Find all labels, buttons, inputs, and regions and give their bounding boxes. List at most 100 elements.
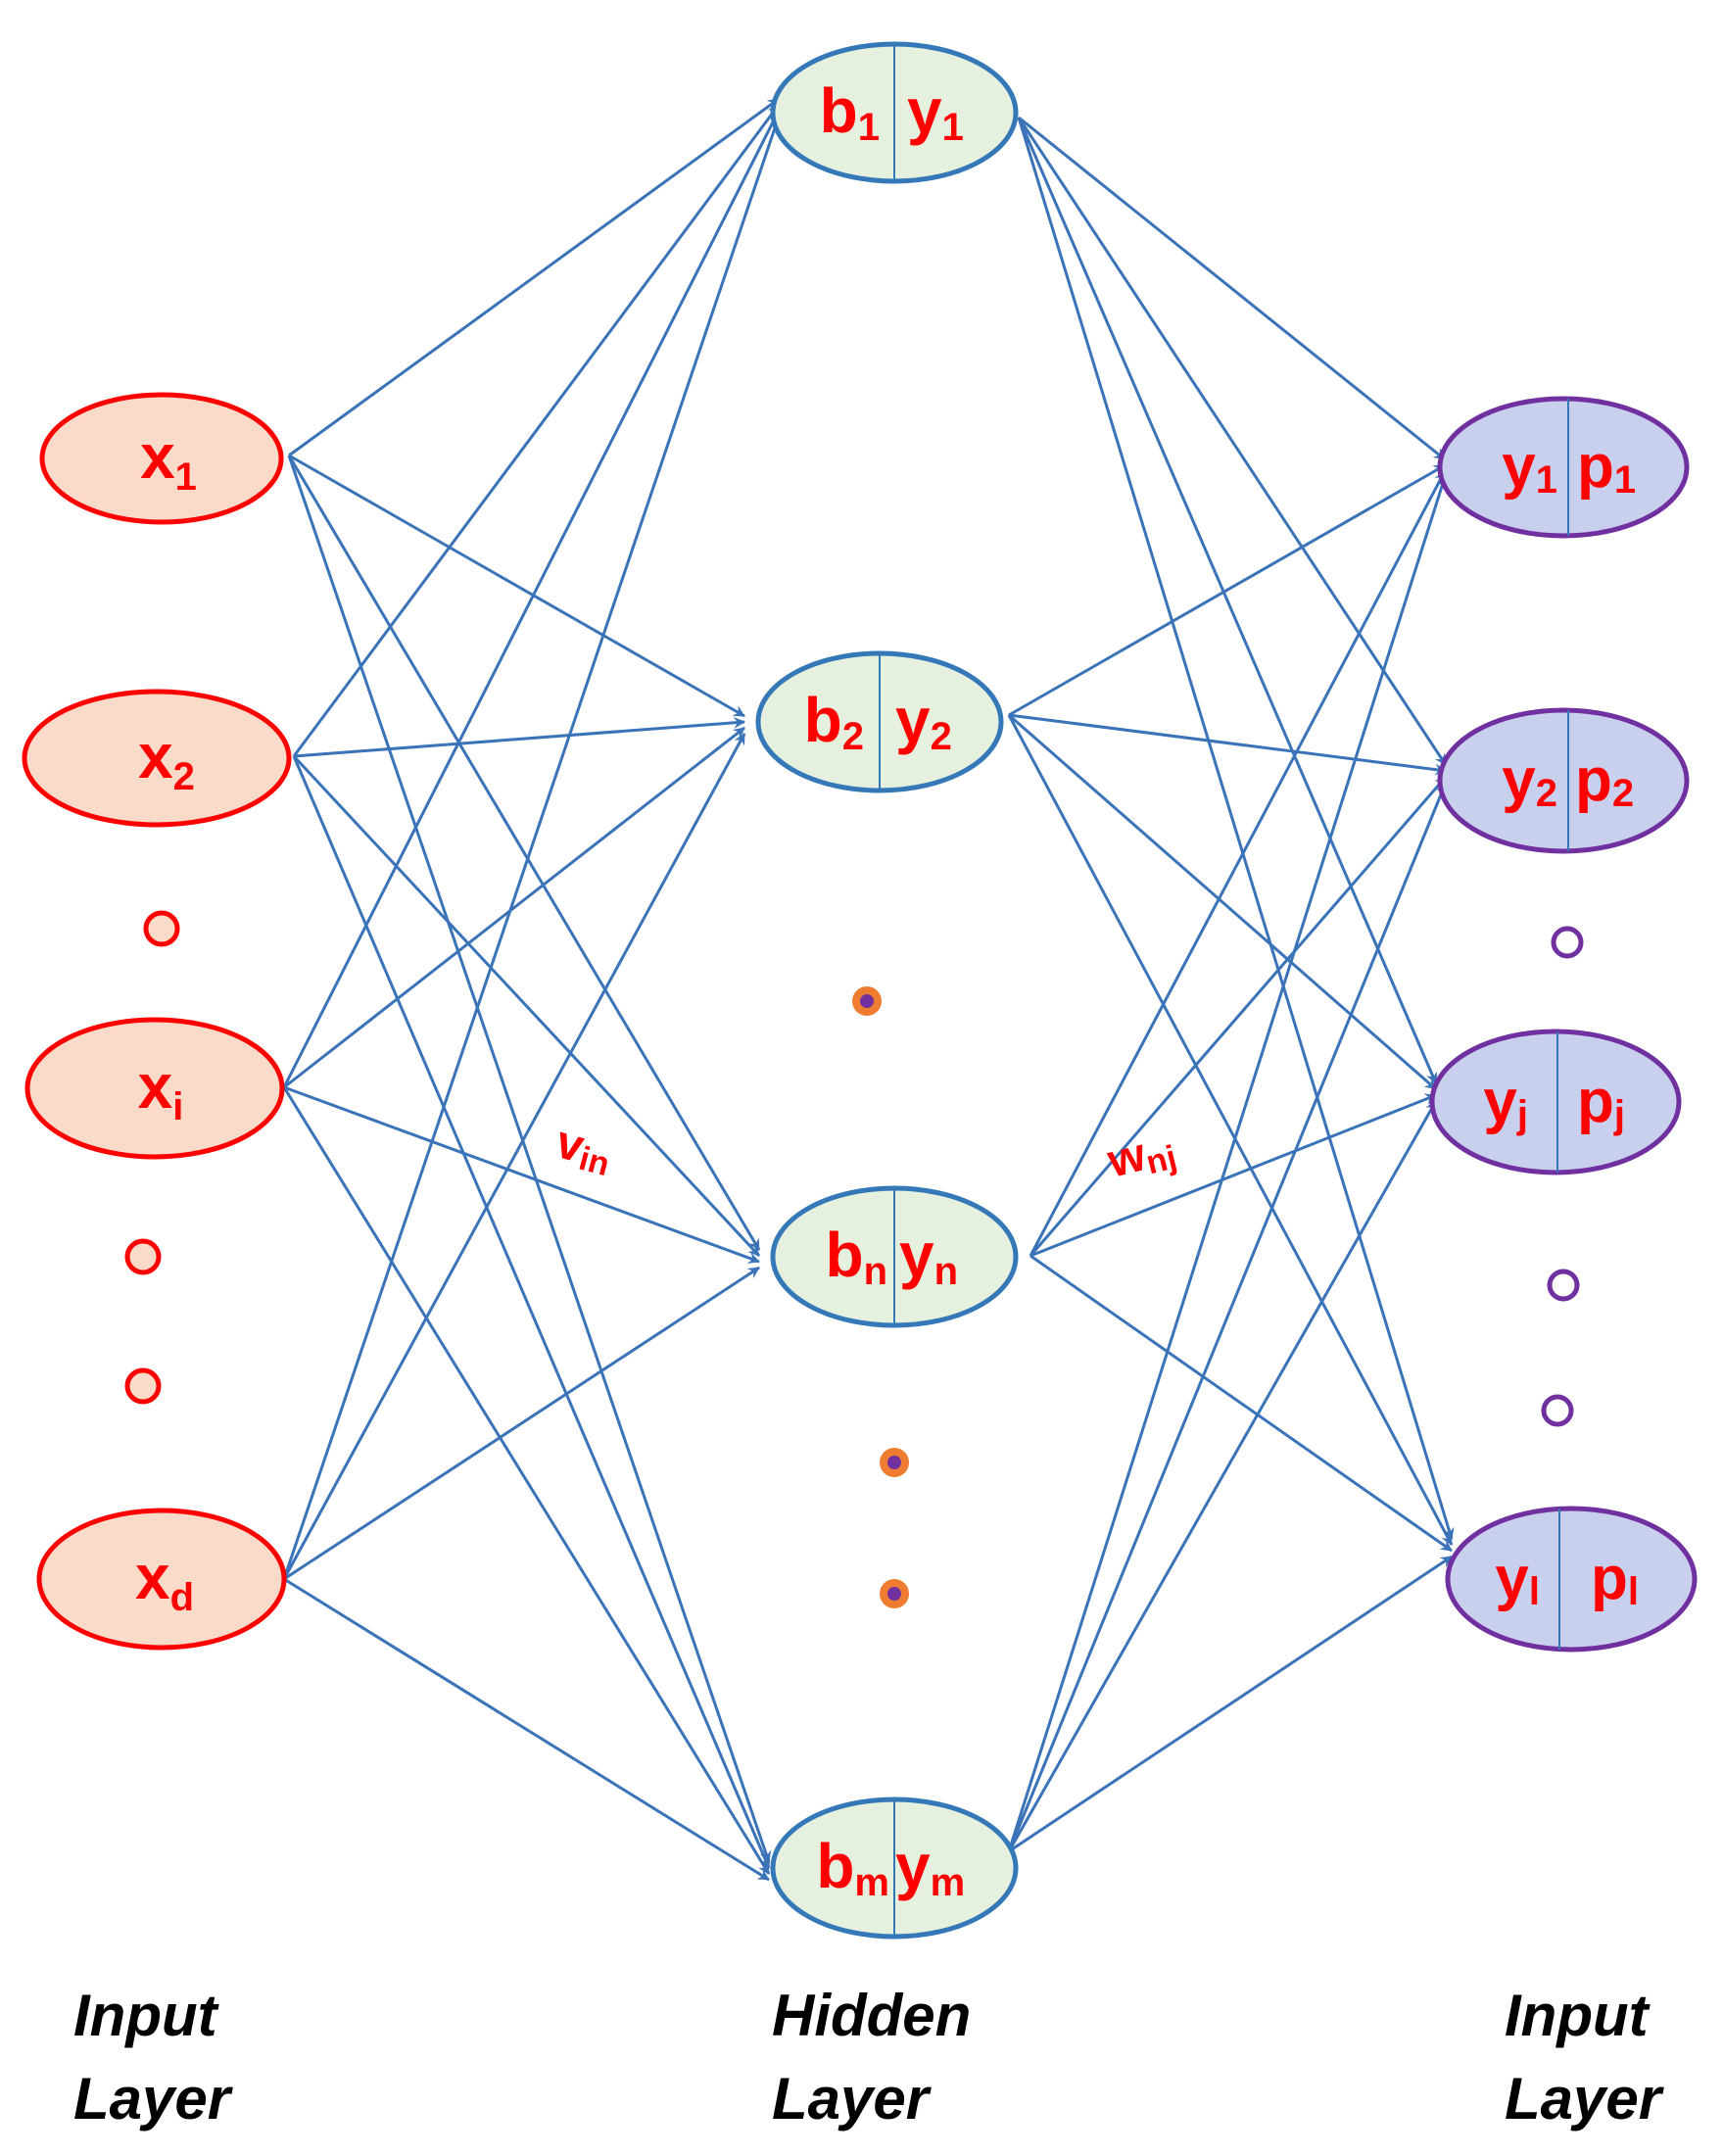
output-node-1-right-sub: 1 bbox=[1614, 458, 1636, 502]
hidden-layer-caption-line2: Layer bbox=[772, 2066, 933, 2132]
output-node-l: yl pl bbox=[1445, 1506, 1698, 1653]
hidden-node-m: bm ym bbox=[770, 1797, 1019, 1940]
input-to-hidden-edge bbox=[287, 455, 761, 1251]
hidden-to-output-edge bbox=[1008, 713, 1437, 1091]
output-node-1-right-base: p bbox=[1577, 433, 1614, 501]
hidden-to-output-edge bbox=[1017, 117, 1438, 1084]
hidden-to-output-edge bbox=[1007, 782, 1448, 1852]
input-to-hidden-edge bbox=[293, 716, 745, 758]
hidden-to-output-edge bbox=[1029, 1093, 1437, 1258]
hidden-node-n-right-base: y bbox=[899, 1220, 934, 1290]
input-to-hidden-edge bbox=[283, 1266, 760, 1581]
output-node-2-left-base: y bbox=[1502, 746, 1536, 814]
input-to-hidden-edge bbox=[283, 726, 745, 1089]
input-to-hidden-edge bbox=[283, 1085, 760, 1264]
input-node-xd-base: x bbox=[135, 1542, 170, 1612]
output-node-1: y1 p1 bbox=[1437, 396, 1690, 539]
input-to-hidden-edge bbox=[282, 1086, 771, 1875]
svg-text:pj: pj bbox=[1577, 1068, 1625, 1136]
svg-text:y2: y2 bbox=[1502, 746, 1557, 815]
input-layer-caption-line2: Layer bbox=[73, 2066, 234, 2132]
input-node-x2: x2 bbox=[22, 689, 292, 828]
hidden-node-m-left-sub: m bbox=[854, 1861, 889, 1904]
input-node-x1-base: x bbox=[140, 421, 175, 492]
svg-text:yl: yl bbox=[1495, 1545, 1540, 1613]
hidden-to-output-edge bbox=[1029, 470, 1447, 1257]
hidden-node-m-right-sub: m bbox=[931, 1861, 966, 1904]
output-node-j-right-sub: j bbox=[1613, 1093, 1625, 1136]
hidden-node-n-left-sub: n bbox=[864, 1250, 887, 1293]
input-to-hidden-edge bbox=[292, 104, 781, 757]
hidden-to-output-edge bbox=[1029, 776, 1448, 1257]
hidden-to-output-edge bbox=[1018, 116, 1446, 461]
hidden-node-m-right-base: y bbox=[895, 1831, 931, 1901]
output-node-j-left-sub: j bbox=[1516, 1093, 1528, 1136]
input-to-hidden-edge bbox=[287, 455, 772, 1863]
output-node-j-right-base: p bbox=[1577, 1068, 1614, 1135]
svg-text:bn: bn bbox=[825, 1220, 887, 1293]
input-to-hidden-edge bbox=[288, 97, 780, 457]
svg-text:x1: x1 bbox=[140, 421, 197, 499]
hidden-ellipsis-dot bbox=[880, 1579, 909, 1608]
hidden-node-1-left-base: b bbox=[820, 75, 858, 146]
svg-text:x2: x2 bbox=[138, 721, 195, 798]
hidden-to-output-edge bbox=[1008, 713, 1447, 776]
output-layer-caption-line2: Layer bbox=[1505, 2066, 1665, 2132]
hidden-to-output-edge bbox=[1017, 117, 1455, 1540]
hidden-node-n: bn yn bbox=[770, 1185, 1019, 1328]
input-to-hidden-edge bbox=[288, 454, 745, 718]
input-to-hidden-edge bbox=[282, 116, 782, 1580]
input-to-hidden-edge bbox=[283, 1577, 770, 1882]
input-node-xi-base: x bbox=[138, 1051, 173, 1122]
input-to-hidden-edge bbox=[292, 755, 771, 1869]
input-node-x2-sub: 2 bbox=[173, 755, 195, 798]
svg-text:p1: p1 bbox=[1577, 433, 1636, 502]
svg-text:b2: b2 bbox=[804, 685, 864, 758]
hidden-to-output-edge bbox=[1007, 1100, 1438, 1852]
hidden-node-1: b1 y1 bbox=[770, 41, 1019, 184]
input-ellipsis-dot bbox=[143, 910, 180, 947]
output-node-l-right-base: p bbox=[1591, 1545, 1628, 1612]
hidden-to-output-edge bbox=[1008, 463, 1446, 717]
output-node-1-left-sub: 1 bbox=[1536, 458, 1557, 502]
output-ellipsis-dot bbox=[1547, 1269, 1580, 1302]
hidden-ellipsis-dot bbox=[880, 1448, 909, 1477]
svg-text:b1: b1 bbox=[820, 75, 880, 149]
input-node-x1-sub: 1 bbox=[175, 455, 197, 499]
hidden-node-n-right-sub: n bbox=[934, 1250, 958, 1293]
svg-text:y1: y1 bbox=[1502, 433, 1557, 502]
svg-text:ym: ym bbox=[895, 1831, 965, 1904]
input-to-hidden-edge bbox=[282, 110, 781, 1088]
hidden-node-1-right-sub: 1 bbox=[942, 106, 964, 149]
hidden-node-2-left-base: b bbox=[804, 685, 842, 755]
output-node-2-right-sub: 2 bbox=[1612, 772, 1634, 815]
edge-label-w-nj-base: w bbox=[1102, 1128, 1152, 1188]
svg-text:wnj: wnj bbox=[1102, 1122, 1180, 1191]
hidden-node-n-left-base: b bbox=[825, 1220, 863, 1290]
input-node-xi: xi bbox=[24, 1017, 285, 1160]
output-node-l-left-sub: l bbox=[1529, 1570, 1540, 1613]
output-node-l-right-sub: l bbox=[1628, 1570, 1639, 1613]
svg-text:bm: bm bbox=[816, 1831, 889, 1904]
input-node-xd-sub: d bbox=[170, 1576, 194, 1619]
svg-text:xd: xd bbox=[135, 1542, 194, 1619]
svg-text:y1: y1 bbox=[907, 75, 964, 149]
hidden-to-output-edge bbox=[1029, 1254, 1453, 1553]
hidden-node-1-left-sub: 1 bbox=[858, 106, 880, 149]
input-node-x2-base: x bbox=[138, 721, 173, 791]
svg-text:yj: yj bbox=[1483, 1068, 1528, 1136]
hidden-node-2-left-sub: 2 bbox=[842, 715, 864, 758]
input-node-xi-sub: i bbox=[172, 1085, 183, 1128]
output-node-l-left-base: y bbox=[1495, 1545, 1529, 1612]
input-node-xd: xd bbox=[36, 1508, 287, 1651]
input-ellipsis-dot bbox=[124, 1238, 162, 1275]
output-node-2-left-sub: 2 bbox=[1536, 772, 1557, 815]
hidden-node-1-right-base: y bbox=[907, 75, 942, 146]
output-node-2-right-base: p bbox=[1575, 746, 1612, 814]
hidden-to-output-edge bbox=[1007, 714, 1454, 1546]
input-to-hidden-edge bbox=[292, 754, 761, 1258]
hidden-node-m-left-base: b bbox=[816, 1831, 854, 1901]
svg-text:y2: y2 bbox=[895, 685, 952, 758]
input-ellipsis-dot bbox=[124, 1367, 162, 1405]
